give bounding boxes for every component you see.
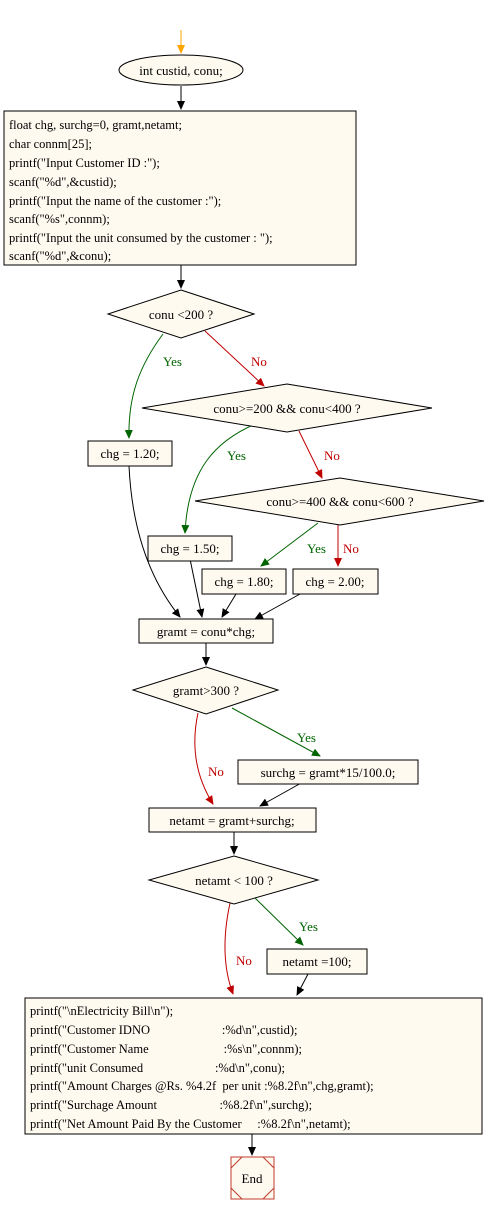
edge-cond4-no [194,712,214,805]
label-cond4-yes: Yes [297,730,316,745]
node-netamt-100: netamt =100; [266,948,368,975]
edge-cond2-no [298,430,323,479]
edge-surchg-netamt [259,781,304,807]
init-line: printf("Input the name of the customer :… [9,194,221,208]
node-initialization: float chg, surchg=0, gramt,netamt; char … [3,110,357,266]
label-cond1-no: No [251,354,267,369]
init-line: printf("Input Customer ID :"); [9,156,160,170]
print-line: printf("Amount Charges @Rs. %4.2f per un… [30,1079,374,1093]
init-line: printf("Input the unit consumed by the c… [9,231,273,245]
label-cond2-no: No [324,448,340,463]
edge-cond3-yes [260,522,319,567]
node-chg-120-text: chg = 1.20; [101,446,160,461]
print-line: printf("Net Amount Paid By the Customer … [30,1117,351,1131]
node-gramt-text: gramt = conu*chg; [157,624,255,639]
node-gramt: gramt = conu*chg; [138,618,274,644]
decision-conu-200-400-text: conu>=200 && conu<400 ? [213,401,361,416]
decision-conu-400-600-text: conu>=400 && conu<600 ? [266,494,414,509]
label-cond3-no: No [343,541,359,556]
decision-conu-200-400: conu>=200 && conu<400 ? [141,383,433,433]
label-cond4-no: No [208,764,224,779]
label-cond1-yes: Yes [163,354,182,369]
print-line: printf("\nElectricity Bill\n"); [30,1004,173,1018]
node-chg-200-text: chg = 2.00; [306,574,365,589]
edge-cond2-yes [181,421,261,534]
label-cond5-yes: Yes [299,919,318,934]
decision-conu-400-600: conu>=400 && conu<600 ? [194,477,485,526]
decision-gramt-gt-300-text: gramt>300 ? [173,683,239,698]
decision-conu-lt-200: conu <200 ? [106,289,256,339]
node-declaration-text: int custid, conu; [139,63,222,78]
init-line: scanf("%d",&conu); [9,249,111,263]
edge-chg180-gramt [221,593,237,618]
label-cond5-no: No [236,953,252,968]
decision-gramt-gt-300: gramt>300 ? [131,666,280,715]
node-netamt: netamt = gramt+surchg; [148,807,317,833]
edges [124,30,342,1156]
node-chg-180: chg = 1.80; [201,568,287,595]
node-netamt-100-text: netamt =100; [282,954,351,969]
decision-netamt-lt-100: netamt < 100 ? [147,855,320,905]
edge-cond4-yes [231,707,321,757]
node-chg-150-text: chg = 1.50; [161,541,220,556]
print-line: printf("unit Consumed :%d\n",conu); [30,1061,285,1075]
node-chg-150: chg = 1.50; [147,535,233,562]
node-end: End [230,1156,275,1200]
edge-cond5-yes [253,896,304,946]
node-chg-180-text: chg = 1.80; [215,574,274,589]
init-line: scanf("%s",connm); [9,212,110,226]
edge-cond1-no [204,330,265,387]
edge-labels: Yes No Yes No Yes No Yes No Yes No [163,354,359,968]
decision-conu-lt-200-text: conu <200 ? [149,307,214,322]
node-surchg: surchg = gramt*15/100.0; [237,759,419,785]
label-cond2-yes: Yes [227,448,246,463]
decision-netamt-lt-100-text: netamt < 100 ? [195,873,273,888]
edge-cond1-yes [124,333,164,439]
print-line: printf("Customer IDNO :%d\n",custid); [30,1023,297,1037]
node-netamt-text: netamt = gramt+surchg; [169,813,294,828]
node-surchg-text: surchg = gramt*15/100.0; [261,765,396,780]
print-line: printf("Customer Name :%s\n",connm); [30,1042,302,1056]
print-line: printf("Surchage Amount :%8.2f\n",surchg… [30,1098,312,1112]
label-cond3-yes: Yes [307,541,326,556]
node-declaration: int custid, conu; [118,54,244,86]
edge-chg120-gramt [128,465,181,618]
init-line: char connm[25]; [9,137,92,151]
node-chg-120: chg = 1.20; [87,440,173,467]
edge-chg200-gramt [254,593,301,620]
edge-cond5-no [224,902,234,995]
edge-netamt100-print [296,973,309,996]
node-end-text: End [242,1171,263,1186]
node-chg-200: chg = 2.00; [292,568,379,595]
init-line: scanf("%d",&custid); [9,175,117,189]
init-line: float chg, surchg=0, gramt,netamt; [9,118,182,132]
node-print-output: printf("\nElectricity Bill\n"); printf("… [24,997,483,1135]
edge-chg150-gramt [189,558,205,618]
